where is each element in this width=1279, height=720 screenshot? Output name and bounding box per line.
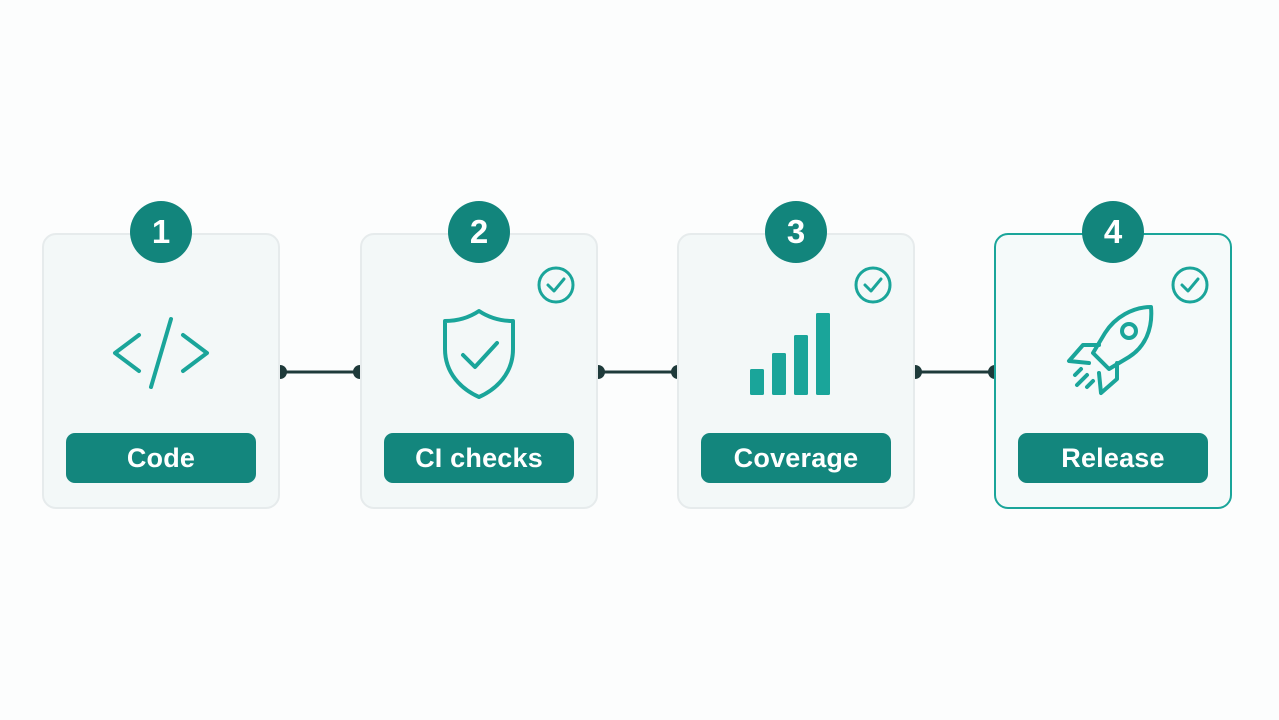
step-card-coverage: 3 Coverage [677,201,915,509]
rocket-icon [1067,305,1154,395]
step-number-badge: 1 [130,201,192,263]
bar-chart-icon [750,313,830,395]
step-number-badge: 4 [1082,201,1144,263]
connector-1-2 [273,365,367,379]
connector-2-3 [591,365,685,379]
step-card-release: 4 Release [994,201,1232,509]
shield-check-icon [443,309,515,399]
step-card-code: 1 Code [42,201,280,509]
connector-3-4 [908,365,1002,379]
code-icon [113,317,209,389]
step-card-ci-checks: 2 CI checks [360,201,598,509]
step-label: CI checks [384,433,574,483]
step-number-badge: 2 [448,201,510,263]
step-label: Release [1018,433,1208,483]
check-circle-icon [537,266,575,304]
check-circle-icon [1171,266,1209,304]
step-number-badge: 3 [765,201,827,263]
step-label: Coverage [701,433,891,483]
check-circle-icon [854,266,892,304]
step-label: Code [66,433,256,483]
